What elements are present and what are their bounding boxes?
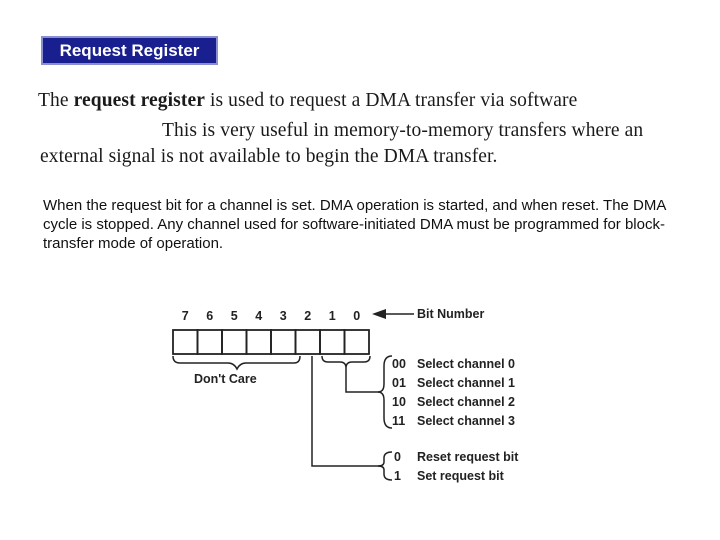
register-bit-cell-1 — [319, 329, 346, 355]
bit-number-0: 0 — [353, 309, 360, 323]
request-option-label: Set request bit — [417, 469, 505, 483]
dont-care-brace — [172, 355, 301, 371]
bit-number-arrow — [372, 309, 414, 319]
channel-select-brace — [321, 355, 371, 369]
bit-number-7: 7 — [182, 309, 189, 323]
register-bit-cell-3 — [270, 329, 297, 355]
scanned-line-1: The request register is used to request … — [38, 90, 577, 112]
bit-number-label: Bit Number — [417, 307, 485, 321]
dont-care-label: Don't Care — [194, 372, 257, 386]
bit-number-4: 4 — [255, 309, 262, 323]
channel-option-label: Select channel 1 — [417, 376, 515, 390]
scanned-line-1-bold: request register — [73, 90, 205, 111]
request-code: 0 — [394, 450, 401, 464]
register-bit-cell-6 — [196, 329, 223, 355]
request-code: 1 — [394, 469, 401, 483]
channel-code: 01 — [392, 376, 406, 390]
register-bit-cell-0 — [343, 329, 370, 355]
scanned-line-1-suffix: is used to request a DMA transfer via so… — [204, 90, 578, 111]
bit-number-5: 5 — [231, 309, 238, 323]
channel-connector — [345, 368, 380, 393]
scanned-line-1-prefix: The — [38, 90, 74, 111]
bit-number-6: 6 — [206, 309, 213, 323]
bit-number-3: 3 — [280, 309, 287, 323]
register-bit-cell-7 — [172, 329, 199, 355]
channel-options-brace — [377, 355, 393, 429]
register-bit-cell-5 — [221, 329, 248, 355]
request-bit-connector — [311, 356, 380, 467]
request-option-label: Reset request bit — [417, 450, 519, 464]
scanned-line-2: This is very useful in memory-to-memory … — [162, 120, 644, 141]
slide-title: Request Register — [41, 36, 218, 65]
channel-code: 11 — [392, 414, 405, 428]
channel-option-label: Select channel 0 — [417, 357, 515, 371]
bit-number-1: 1 — [329, 309, 336, 323]
register-bit-cell-2 — [294, 329, 321, 355]
register-bit-cell-4 — [245, 329, 272, 355]
bit-number-2: 2 — [304, 309, 311, 323]
channel-code: 10 — [392, 395, 406, 409]
scanned-line-3: external signal is not available to begi… — [40, 146, 498, 167]
channel-code: 00 — [392, 357, 406, 371]
channel-option-label: Select channel 3 — [417, 414, 515, 428]
channel-option-label: Select channel 2 — [417, 395, 515, 409]
request-options-brace — [377, 451, 393, 481]
body-paragraph: When the request bit for a channel is se… — [43, 197, 666, 252]
